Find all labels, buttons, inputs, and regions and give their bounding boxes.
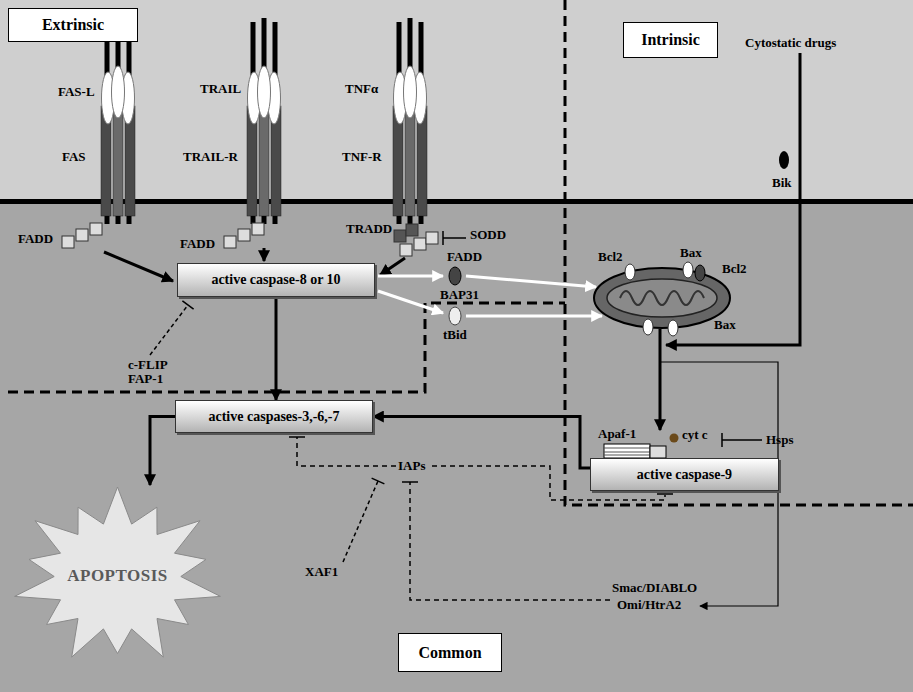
protein-label: Bik — [772, 176, 792, 189]
protein-label: Omi/HtrA2 — [617, 598, 681, 611]
inhibition-bar — [289, 436, 305, 438]
star-shape — [15, 487, 221, 657]
node-text: APOPTOSIS — [67, 567, 168, 586]
protein-label: TRAIL — [200, 82, 241, 95]
protein-label: FADD — [180, 237, 215, 250]
bik-protein — [779, 151, 789, 169]
protein-label: SODD — [470, 228, 506, 241]
node-text: active caspase-8 or 10 — [211, 272, 340, 287]
region-tag: Common — [398, 633, 502, 672]
tradd-fadd-adaptor — [394, 224, 438, 256]
protein-label: FAP-1 — [128, 372, 163, 385]
protein-label: Hsps — [766, 433, 793, 446]
node-text: Common — [418, 644, 481, 662]
inhibition-line — [150, 305, 188, 355]
activation-arrow — [380, 258, 405, 275]
protein-label: c-FLIP — [128, 358, 168, 371]
cleavage-arrow — [466, 315, 602, 318]
bap31-protein — [449, 267, 461, 285]
protein-label: tBid — [443, 328, 467, 341]
node-text: Intrinsic — [641, 31, 700, 49]
node-text: Extrinsic — [42, 16, 104, 34]
bax-protein — [668, 320, 678, 336]
protein-label: FADD — [447, 250, 482, 263]
protein-label: TRAIL-R — [183, 150, 238, 163]
inhibition-line — [443, 231, 466, 245]
protein-label: FAS — [62, 150, 86, 163]
protein-label: XAF1 — [305, 565, 338, 578]
apaf1-shape — [604, 444, 650, 458]
process-box: active caspase-9 — [590, 458, 779, 491]
region-tag: Extrinsic — [8, 8, 138, 42]
region-divider — [565, 0, 913, 505]
inhibition-bar — [372, 478, 385, 484]
inhibition-bar — [657, 493, 673, 495]
inhibition-bar — [182, 301, 193, 309]
protein-label: cyt c — [682, 428, 708, 441]
protein-label: FADD — [18, 232, 53, 245]
outcome-star: APOPTOSIS — [10, 485, 225, 668]
bcl2-protein — [625, 264, 635, 280]
mitochondrion-cristae — [620, 291, 704, 305]
protein-label: BAP31 — [440, 288, 479, 301]
protein-label: TNF-R — [342, 150, 382, 163]
protein-label: Bax — [680, 246, 702, 259]
mitochondrion — [594, 268, 730, 328]
cytoplasm — [0, 201, 913, 692]
protein-label: TRADD — [346, 222, 392, 235]
bcl2-protein — [695, 265, 705, 281]
release-arrow — [659, 329, 662, 430]
activation-arrow — [263, 248, 266, 261]
cytochrome-c-dot — [670, 434, 679, 443]
fadd-adaptor — [62, 223, 102, 248]
protein-label: IAPs — [398, 459, 425, 472]
protein-label: Bcl2 — [722, 262, 747, 275]
inhibition-line — [722, 433, 762, 447]
protein-label: Smac/DIABLO — [612, 581, 697, 594]
node-text: active caspase-9 — [637, 467, 732, 482]
activation-arrow — [150, 417, 175, 486]
protein-label: FAS-L — [58, 85, 95, 98]
mitochondrion-inner — [607, 279, 717, 317]
fadd-adaptor — [224, 223, 264, 248]
node-text: active caspases-3,-6,-7 — [208, 409, 339, 424]
extracellular-space — [0, 0, 913, 201]
protein-label: Apaf-1 — [598, 427, 636, 440]
activation-arrow — [275, 297, 278, 400]
tbid-protein — [449, 307, 461, 325]
apoptosome-shape — [650, 446, 666, 458]
region-tag: Intrinsic — [623, 22, 718, 58]
cell-membrane — [0, 199, 913, 204]
cleavage-arrow — [466, 276, 596, 287]
bax-protein — [643, 319, 653, 335]
apaf1-stripes — [604, 448, 650, 455]
protein-label: Cytostatic drugs — [745, 36, 836, 49]
inhibition-line — [297, 437, 396, 466]
trail-receptor — [247, 18, 281, 224]
activation-arrow — [104, 252, 173, 281]
bax-protein — [683, 262, 693, 278]
tnf-receptor — [393, 18, 427, 224]
process-box: active caspase-8 or 10 — [177, 263, 375, 297]
drug-arrow — [666, 53, 800, 345]
protein-label: Bax — [714, 318, 736, 331]
fas-receptor — [101, 18, 135, 224]
protein-label: Bcl2 — [598, 250, 623, 263]
inhibition-line — [343, 481, 378, 562]
process-box: active caspases-3,-6,-7 — [175, 400, 373, 433]
inhibition-line — [410, 482, 610, 600]
inhibition-bar — [402, 481, 418, 483]
cleavage-arrow — [378, 291, 443, 313]
cleavage-arrow — [378, 275, 443, 278]
protein-label: TNFα — [345, 82, 378, 95]
